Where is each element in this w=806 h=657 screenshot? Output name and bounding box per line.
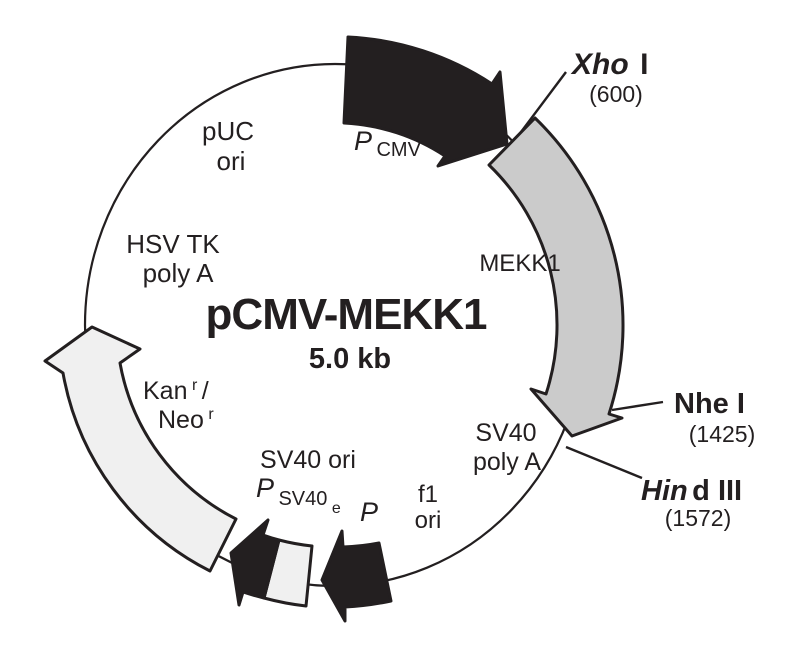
hind3-site-label: Hin d III xyxy=(641,475,742,507)
puc-ori-label-line2: ori xyxy=(217,146,246,176)
sv40-polya-label-line1: SV40 xyxy=(475,419,536,447)
psv40e-label-sub: SV40 xyxy=(278,488,327,510)
kan-neo-gene-arrow xyxy=(43,325,238,573)
mekk1-label: MEKK1 xyxy=(479,250,560,277)
psv40e-label-subsub: e xyxy=(332,500,341,517)
sv40-promoter-arrow xyxy=(229,518,281,607)
f1-ori-label-line2: ori xyxy=(415,507,442,534)
hind3-site-name-italic: Hin xyxy=(641,475,688,507)
xho1-site-label: Xho I xyxy=(570,48,648,81)
sv40-ori-label: SV40 ori xyxy=(260,446,356,474)
hind3-site-tick xyxy=(565,445,643,480)
pcmv-label: P CMV xyxy=(354,126,422,161)
sv40-polya-label-line2: poly A xyxy=(473,448,541,476)
p-promoter-arrow xyxy=(320,529,393,623)
hsv-tk-polya-label-line2: poly A xyxy=(143,258,214,288)
psv40e-label-main: P xyxy=(256,473,274,503)
kan-label-slash: / xyxy=(202,377,209,405)
pcmv-label-main: P xyxy=(354,126,372,156)
kan-label: Kan r / xyxy=(143,377,209,405)
xho1-site-name-rest: I xyxy=(640,48,648,81)
neo-label-main: Neo xyxy=(158,406,204,434)
nhe1-site-label: Nhe I xyxy=(674,388,745,420)
plasmid-title: pCMV-MEKK1 xyxy=(206,290,487,339)
kan-label-sup: r xyxy=(192,377,198,394)
nhe1-site-tick xyxy=(611,400,664,412)
hsv-tk-polya-label-line1: HSV TK xyxy=(126,229,220,259)
xho1-site-position: (600) xyxy=(589,81,643,107)
neo-label-sup: r xyxy=(208,406,214,423)
neo-label: Neo r xyxy=(158,406,214,434)
pcmv-promoter-arrow xyxy=(342,35,509,168)
nhe1-site-position: (1425) xyxy=(689,421,755,447)
nhe1-site-name-rest: Nhe I xyxy=(674,388,745,420)
puc-ori-label-line1: pUC xyxy=(202,116,254,146)
plasmid-size: 5.0 kb xyxy=(309,343,391,375)
p-promoter-label: P xyxy=(360,497,378,527)
f1-ori-label-line1: f1 xyxy=(418,481,438,508)
mekk1-gene-arrow xyxy=(487,116,625,438)
kan-label-main: Kan xyxy=(143,377,187,405)
hind3-site-name-rest: d III xyxy=(692,475,742,507)
psv40e-label: P SV40 e xyxy=(256,473,341,517)
pcmv-label-sub: CMV xyxy=(376,139,421,161)
hind3-site-position: (1572) xyxy=(665,505,731,531)
xho1-site-name-italic: Xho xyxy=(570,48,629,81)
